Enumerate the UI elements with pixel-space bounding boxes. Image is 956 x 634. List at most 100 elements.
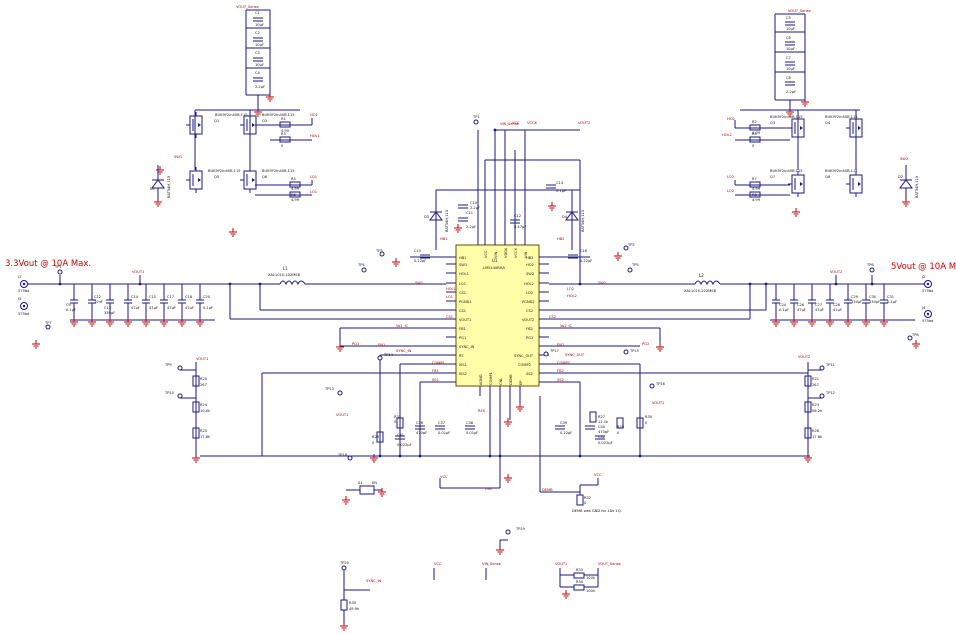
tp-ref: TP19 (515, 527, 526, 531)
connector-j4[interactable]: J4 575bd (921, 306, 933, 323)
output-2-label: 5Vout @ 10A Max. (891, 262, 956, 272)
fet-part: BUK9Y2in40B,115 (262, 169, 295, 173)
mosfet-icon[interactable] (186, 167, 203, 193)
fb-divider-left[interactable]: R20 267 R24 10.0k R25 17.8k (180, 362, 211, 456)
diode-ref: D2 (898, 175, 903, 179)
fet-ref: Q5 (214, 175, 219, 179)
ground-icon (342, 496, 350, 505)
fet-part: BUK9Y2in40B,115 (825, 115, 858, 119)
ic-u1[interactable]: U1 LM5140RHA (446, 235, 549, 396)
mosfet-icon[interactable] (846, 115, 863, 141)
input-cap-stack-left[interactable]: VOUT_Sense C1 10µF C2 10µF C3 10µF C4 2.… (194, 5, 300, 170)
ground-icon (106, 318, 114, 327)
fet-part: BUK9Y2in40B,115 (208, 169, 241, 173)
cap-ref: C38 (466, 421, 474, 425)
output-cap-bank-1[interactable]: C9 0.1µF C12 10nF C13 330µF C14 47µF C15… (66, 284, 213, 320)
fb-divider-right[interactable]: R21 267 R23 56.2k R26 17.8k (804, 362, 823, 456)
ground-icon (124, 318, 132, 327)
fet-ref: Q4 (825, 121, 831, 125)
pin-label: PG2 (526, 336, 533, 340)
cap-value: 0.22µF (414, 259, 426, 263)
fet-ref: Q6 (262, 175, 268, 179)
cap-ref: C1 (255, 11, 260, 15)
mosfets[interactable] (186, 112, 863, 197)
cap-ref: C17 (167, 295, 174, 299)
res-value: 0 (372, 441, 375, 445)
output-cap-bank-2[interactable]: C24 0.1µF C26 47µF C27 47µF C28 47µF C29… (772, 284, 897, 320)
mosfet-icon[interactable] (240, 167, 257, 193)
center-caps[interactable]: C10 2.2µF C11 2.2µF C12 0.47µF C13 0.1µF… (414, 181, 592, 263)
ground-icon (790, 318, 798, 327)
net-label: VOUT1 (132, 270, 144, 274)
ground-icon (862, 318, 870, 327)
tp-ref: TP3 (375, 249, 383, 253)
conn-ref: J1 (17, 275, 21, 279)
ground-icon (454, 224, 462, 233)
res-value: 4.99 (281, 129, 290, 133)
cap-value: 2.2µF (786, 90, 796, 94)
tp-ref: TP10 (164, 391, 175, 395)
cap-value: 10µF (255, 63, 264, 67)
mosfet-icon[interactable] (186, 112, 203, 138)
test-points[interactable]: TP1 TP1 TP2 TP3 TP4 TP5 TP6 TP7 TP8 TP9 … (44, 115, 919, 571)
diode-d4[interactable]: D4 BAT54H,115 (562, 210, 585, 232)
conn-desc: 575bd (18, 312, 29, 316)
tp-ref: TP1 (472, 115, 480, 119)
gate-resistors-left[interactable]: R1 4.99 R3 0 R5 4.99 R6 4.99 HO1 HOL1 LO… (174, 113, 320, 202)
res-value: 4.99 (291, 198, 300, 202)
net-label: COMP2 (557, 361, 570, 365)
net-label: HO1 (310, 113, 318, 117)
pin-label: COMP1 (489, 372, 493, 385)
gate-resistors-right[interactable]: R2 4.99 R4 0 R7 4.99 R8 4.99 HO2 HOL2 LO… (722, 117, 908, 202)
inductor-ref: L2 (699, 273, 704, 278)
mosfet-icon[interactable] (788, 171, 805, 197)
ground-icon (88, 318, 96, 327)
cap-ref: C41 (397, 433, 404, 437)
net-label: LO2 (567, 287, 574, 291)
tp-ref: TP6 (866, 263, 874, 267)
net-label: VOUT2 (578, 121, 590, 125)
res-value: 10.0k (200, 409, 211, 413)
connector-j2[interactable]: J2 575bd (921, 275, 933, 293)
diode-d1[interactable]: D1 BAT54H,115 (150, 165, 171, 200)
connector-j1[interactable]: J1 575bd (17, 275, 29, 293)
pin-label: COMP2 (518, 363, 531, 367)
cap-ref: C37 (438, 421, 445, 425)
input-cap-stack-right[interactable]: VOUT_Sense C5 10µF C6 10µF C7 10µF C8 2.… (740, 9, 860, 170)
diode-d3[interactable]: D3 BAT54H,115 (424, 210, 449, 232)
cap-ref: C11 (466, 211, 473, 215)
tp-ref: TP7 (44, 321, 52, 325)
tp-ref: TP14 (383, 353, 394, 357)
diode-ref: D4 (562, 215, 568, 219)
tp-ref: TP13 (324, 387, 334, 391)
fet-part: BUK9Y2in40B,115 (262, 113, 295, 117)
res-value: 0 (645, 421, 648, 425)
net-label: COMP1 (432, 361, 445, 365)
pin-label: HB2 (526, 256, 533, 260)
res-ref: R27 (598, 415, 605, 419)
cap-ref: C24 (779, 303, 787, 307)
ground-icon (562, 590, 570, 599)
wires-main (25, 129, 928, 493)
cap-value: 330µF (869, 300, 880, 304)
ground-icon (772, 318, 780, 327)
cap-value: 330µF (104, 311, 115, 315)
net-label: VOUT2 (830, 270, 842, 274)
inductor-l2[interactable]: L2 XAL1010-222MEB (684, 273, 721, 293)
mosfet-icon[interactable] (846, 171, 863, 197)
connector-j3[interactable]: J3 575bd (17, 297, 29, 316)
res-ref: R34 (576, 580, 584, 584)
fet-part: BUK9Y2in40B,115 (770, 169, 803, 173)
res-value: 0 (584, 501, 587, 505)
net-label: VOUT2 (798, 355, 810, 359)
comp-network[interactable]: R28 0 R31 0 C41 0.022µF C36 470pF C37 0.… (372, 411, 653, 447)
diode-part: BAT54H,115 (915, 176, 919, 198)
cap-ref: C15 (414, 249, 421, 253)
switch-value: EN (372, 481, 377, 485)
diode-d2[interactable]: D2 BAT54H,115 (898, 165, 919, 200)
pin-label: CS1 (459, 309, 466, 313)
inductor-l1[interactable]: L1 XAL1010-102MEB (268, 266, 306, 286)
ground-icon (70, 318, 78, 327)
net-label: VCCX (527, 121, 537, 125)
bottom-parts[interactable]: R32 0 R33 100k R34 100k R35 49.9k S1 EN (340, 478, 599, 624)
